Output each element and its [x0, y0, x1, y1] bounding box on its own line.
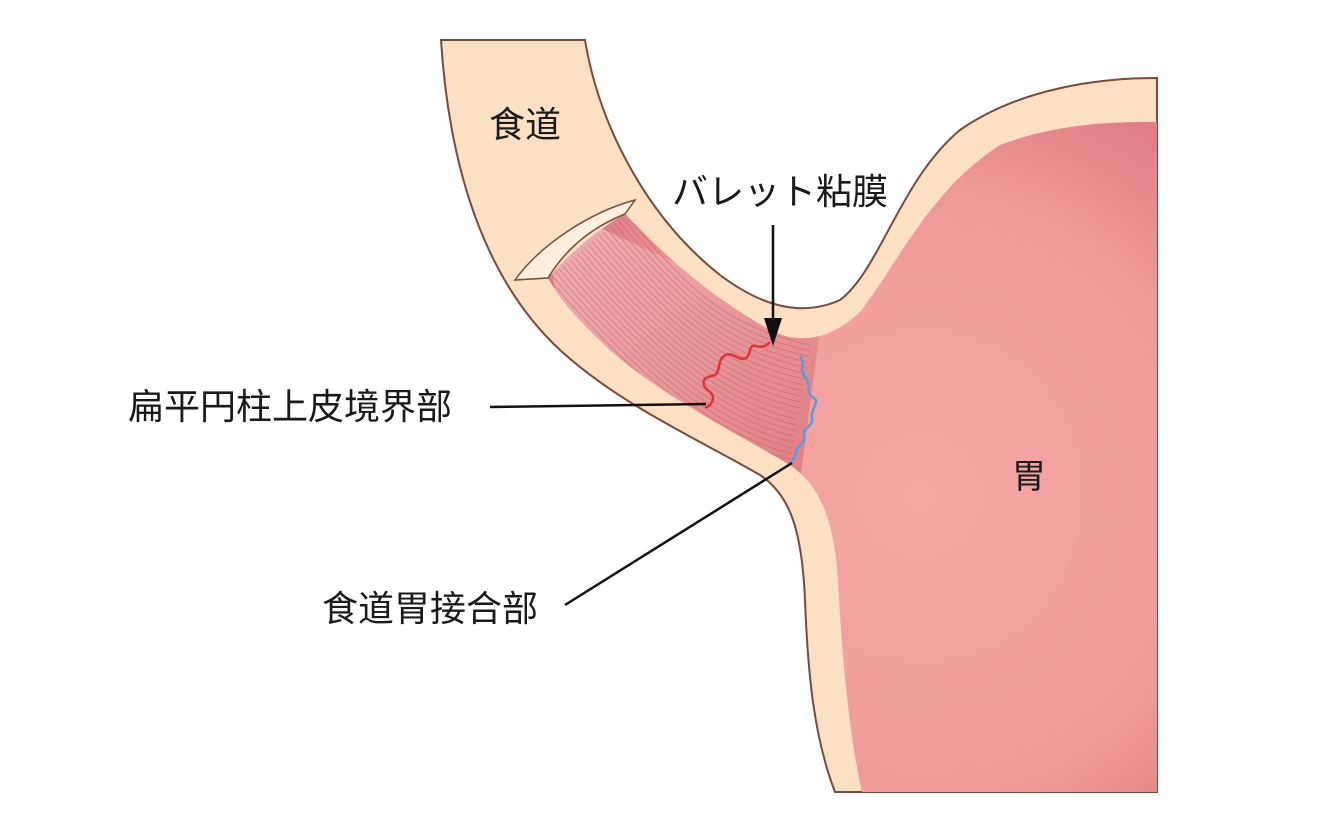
mucosa-fold [617, 219, 809, 357]
mucosa-fold [588, 244, 801, 403]
mucosa-fold [595, 238, 803, 392]
mucosa-fold [624, 213, 811, 346]
mucosa-fold [573, 256, 797, 426]
mucosa-fold [599, 235, 804, 386]
mucosa-fold [591, 241, 802, 397]
mucosa-fold [584, 247, 800, 409]
egj-line [788, 355, 818, 465]
mucosa-fold [566, 262, 795, 437]
scj-line [702, 341, 771, 410]
mucosa-fold [577, 253, 798, 420]
mucosa-fold [621, 216, 810, 352]
mucosa-fold [555, 271, 792, 454]
mucosa-fold [569, 259, 796, 432]
mucosa-fold [610, 225, 807, 369]
arrowhead-icon [764, 318, 782, 346]
label-esophagus: 食道 [489, 105, 562, 146]
label-barrett-mucosa: バレット粘膜 [672, 172, 889, 213]
mucosa-fold [580, 250, 799, 414]
mucosa-fold [558, 268, 793, 449]
mucosa-fold [562, 265, 794, 443]
mucosa-folds [548, 213, 811, 466]
mucosa-fold [613, 222, 808, 363]
label-stomach: 胃 [1012, 457, 1046, 497]
mucosa-fold [602, 232, 805, 380]
scj-pointer-line [489, 402, 707, 409]
cut-section [513, 198, 637, 281]
mucosa-fold [606, 228, 806, 374]
label-egj: 食道胃接合部 [322, 589, 539, 630]
egj-pointer-line [564, 461, 793, 607]
label-scj: 扁平円柱上皮境界部 [128, 387, 453, 428]
